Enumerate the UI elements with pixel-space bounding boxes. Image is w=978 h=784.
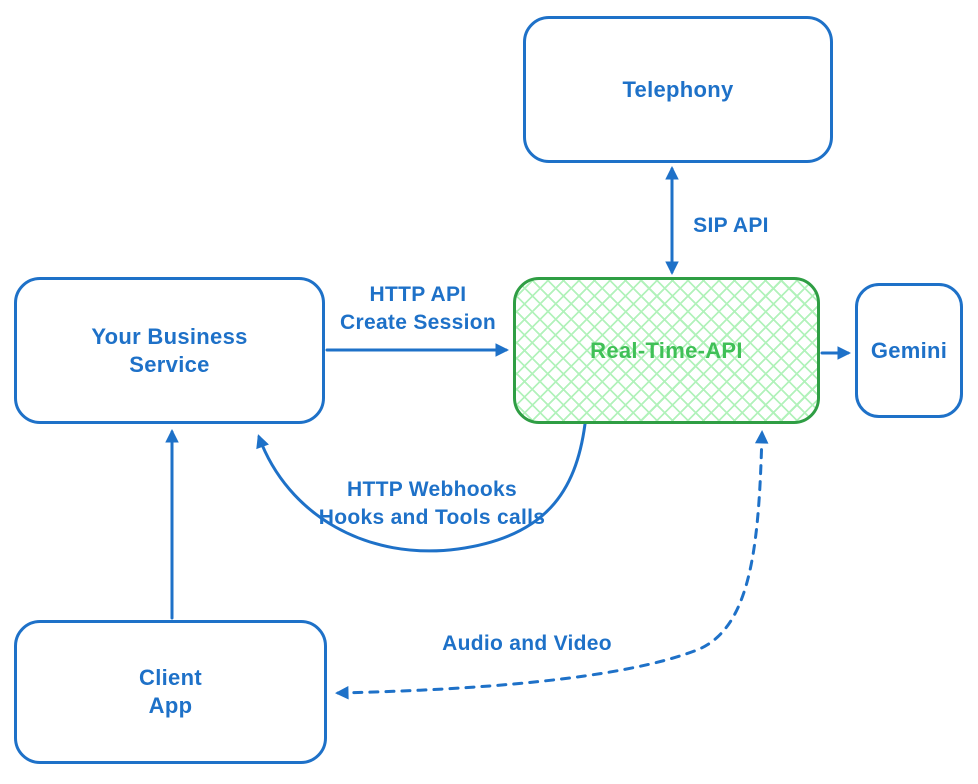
node-business-label-line1: Your Business (91, 323, 248, 349)
node-business-label-line2: Service (129, 351, 210, 377)
node-realtime-label: Real-Time-API (590, 337, 743, 363)
node-client-label-line2: App (148, 693, 193, 718)
label-audio-and-video: Audio and Video (442, 632, 612, 655)
label-http-create-session: HTTP API Create Session (340, 283, 496, 334)
node-real-time-api: Real-Time-API (513, 277, 820, 424)
node-client-label-line1: Client (139, 665, 202, 690)
edge-audio-video-curve (335, 430, 769, 700)
node-gemini-label: Gemini (870, 337, 948, 363)
label-sip-api: SIP API (693, 214, 769, 237)
node-gemini: Gemini (855, 283, 963, 418)
node-telephony-label: Telephony (622, 76, 734, 102)
node-telephony: Telephony (523, 16, 833, 163)
node-your-business-service: Your Business Service (14, 277, 325, 424)
label-http-webhooks: HTTP Webhooks Hooks and Tools calls (318, 478, 546, 529)
node-client-app: Client App (14, 620, 327, 764)
